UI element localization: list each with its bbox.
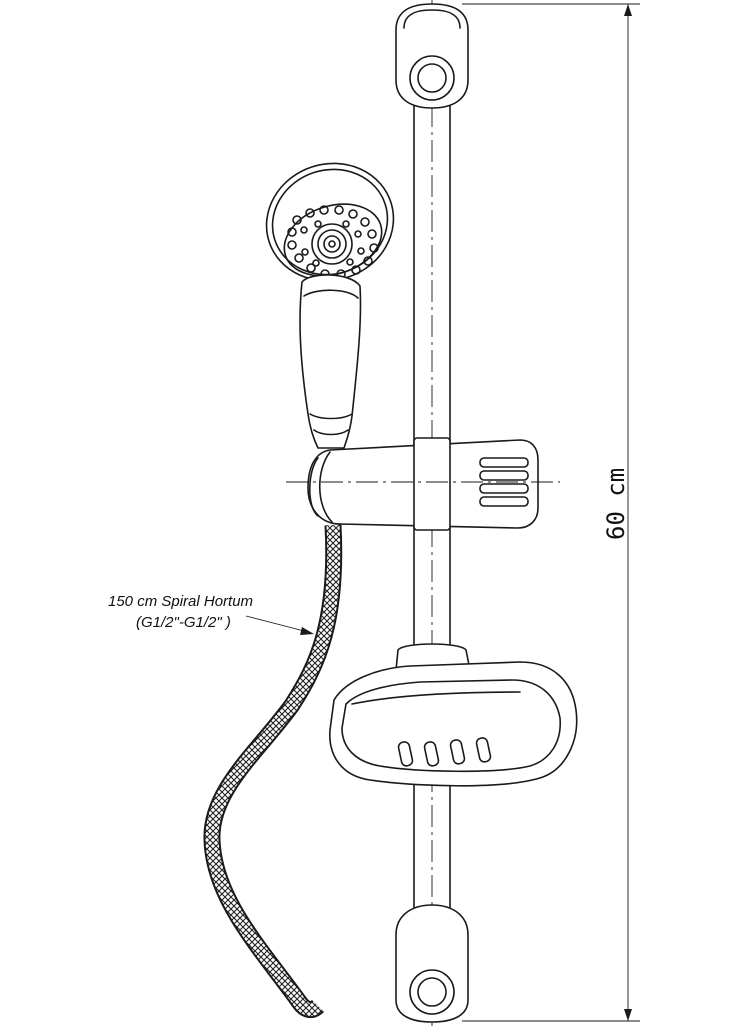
hand-shower-handle xyxy=(299,274,362,449)
hose-leader-line xyxy=(245,615,309,633)
hose-label-line1: 150 cm Spiral Hortum xyxy=(108,593,253,610)
hand-shower-head xyxy=(265,162,395,282)
spiral-hose xyxy=(203,524,343,1019)
bottom-wall-bracket xyxy=(395,904,469,1023)
slider-holder xyxy=(286,437,560,531)
height-dimension-label: 60 cm xyxy=(602,468,630,540)
top-wall-bracket xyxy=(395,3,469,109)
height-dimension: 60 cm xyxy=(462,3,640,1022)
hose-annotation: 150 cm Spiral Hortum (G1/2"-G1/2" ) xyxy=(108,593,314,635)
soap-dish xyxy=(329,643,578,787)
hose-label-line2: (G1/2"-G1/2" ) xyxy=(136,614,231,631)
